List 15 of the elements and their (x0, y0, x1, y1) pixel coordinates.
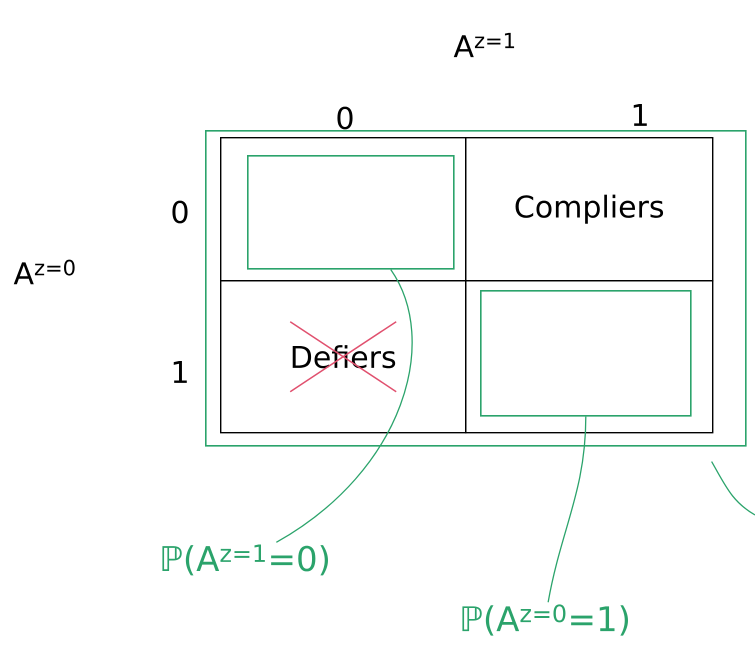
axis-heading: A$^{z=0}$ (14, 260, 75, 284)
outer-box (205, 130, 747, 447)
leader-line (276, 269, 412, 543)
table-cell (220, 137, 466, 282)
inner-box (247, 155, 455, 270)
formula-label: ℙ(A$^{z=1}$=0) (162, 544, 328, 576)
leader-line (548, 416, 586, 602)
table-cell: Compliers (465, 137, 714, 282)
formula-label: ℙ(A$^{z=0}$=1) (462, 604, 628, 636)
inner-box (480, 290, 692, 417)
table-cell (465, 280, 714, 434)
axis-heading: A$^{z=1}$ (454, 32, 514, 58)
row-label: 0 (172, 200, 188, 224)
row-label: 1 (174, 361, 187, 383)
leader-line (711, 461, 755, 516)
